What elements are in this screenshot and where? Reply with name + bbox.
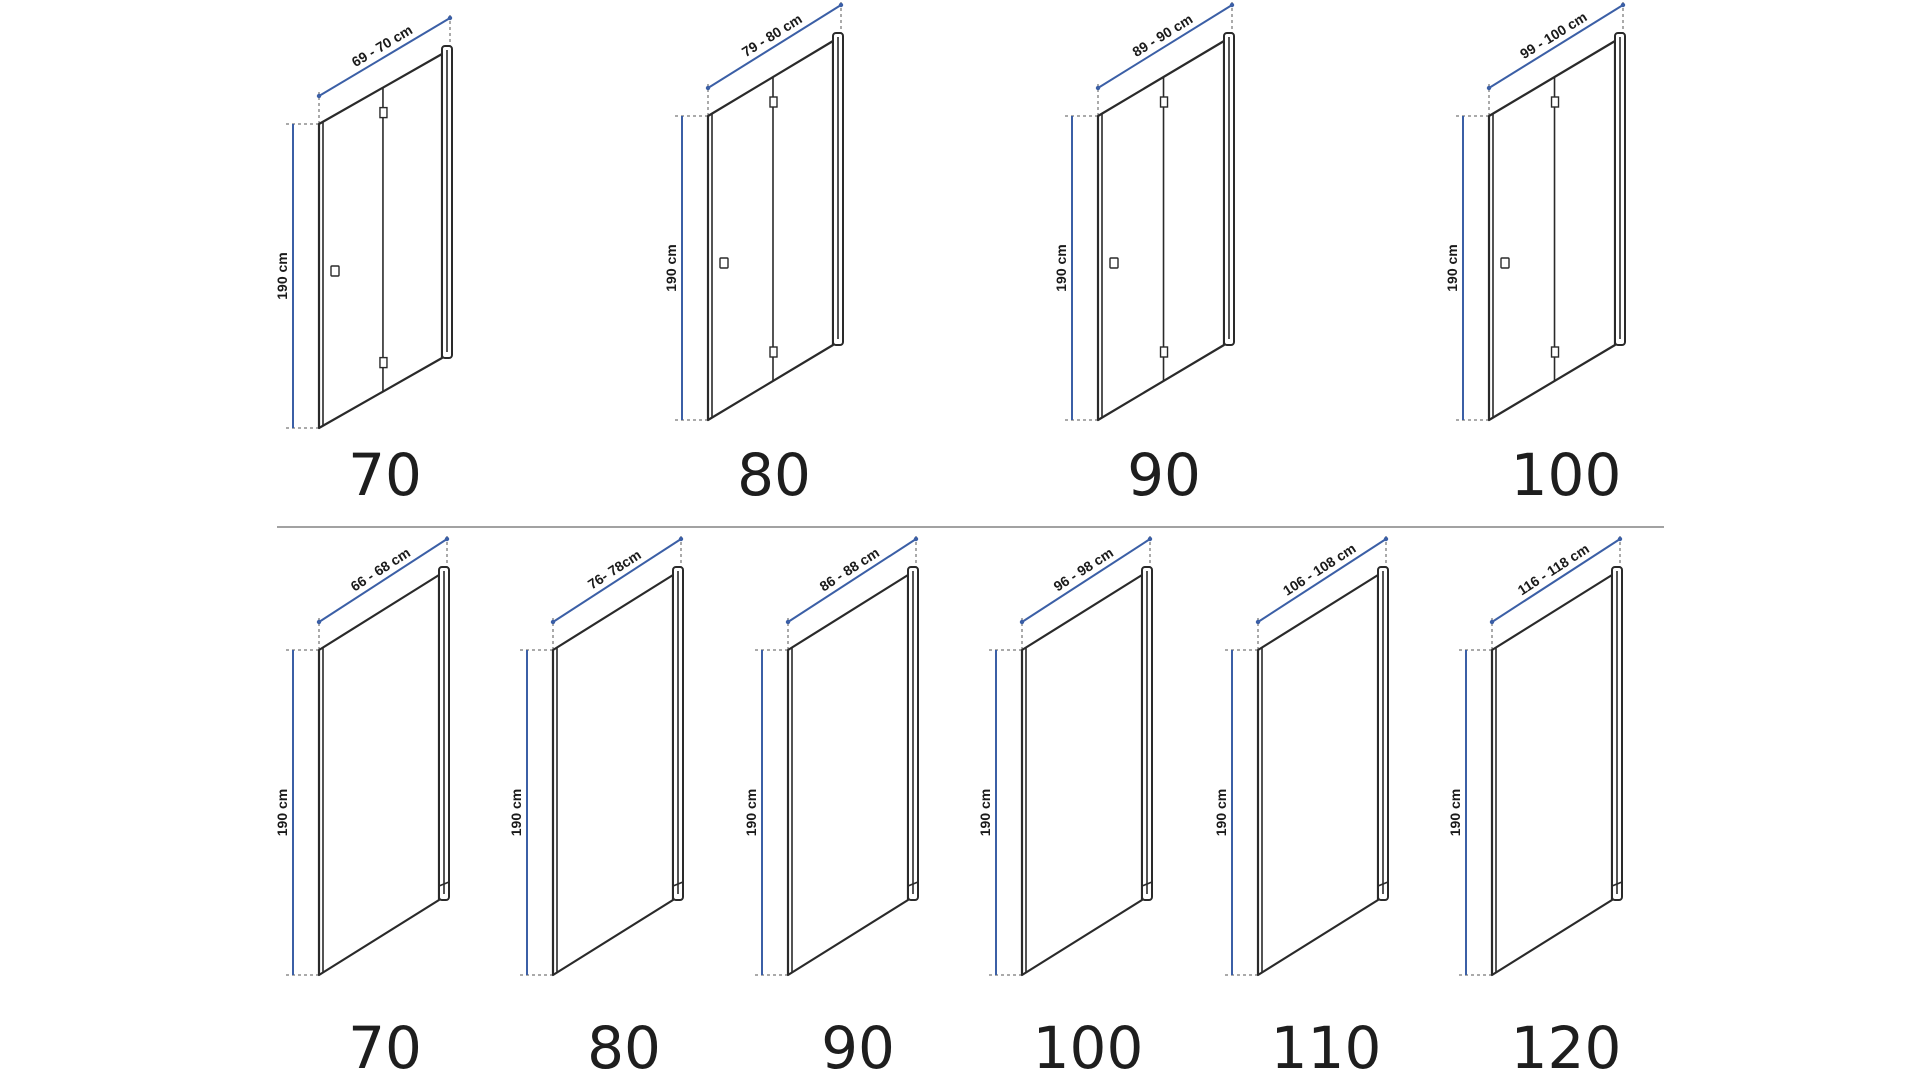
height-dimension-label: 190 cm xyxy=(274,789,290,836)
dimension-tick xyxy=(1229,2,1235,8)
size-label: 120 xyxy=(1511,1014,1622,1080)
width-dimension-line xyxy=(1257,538,1387,623)
height-dimension-label: 190 cm xyxy=(1444,244,1460,291)
glass-panel-frame xyxy=(551,573,675,977)
width-dimension-label: 66 - 68 cm xyxy=(348,544,414,594)
folding-door-90: 89 - 90 cm 190 cm 90 xyxy=(1053,1,1235,509)
hinge-icon xyxy=(1159,96,1169,108)
dimension-tick xyxy=(1486,85,1492,91)
height-dimension-label: 190 cm xyxy=(977,789,993,836)
profile-end xyxy=(1377,881,1389,887)
size-label: 100 xyxy=(1033,1014,1144,1080)
dimension-tick xyxy=(1489,619,1495,625)
height-dimension-label: 190 cm xyxy=(663,244,679,291)
dimension-tick xyxy=(316,93,322,99)
glass-panel-frame xyxy=(786,573,910,977)
dimension-tick xyxy=(1147,536,1153,542)
size-label: 90 xyxy=(821,1014,895,1080)
size-label: 70 xyxy=(348,1014,422,1080)
handle-icon xyxy=(1109,257,1119,269)
height-dimension-label: 190 cm xyxy=(508,789,524,836)
dimension-tick xyxy=(550,619,556,625)
profile-end xyxy=(1141,881,1153,887)
dimension-tick xyxy=(705,85,711,91)
dimension-tick xyxy=(838,2,844,8)
width-dimension-label: 116 - 118 cm xyxy=(1515,540,1592,598)
hinge-icon xyxy=(1159,346,1169,358)
width-dimension-label: 99 - 100 cm xyxy=(1517,9,1590,62)
dimension-tick xyxy=(678,536,684,542)
handle-icon xyxy=(330,265,340,277)
profile-end xyxy=(907,881,919,887)
profile-end xyxy=(438,881,450,887)
dimension-tick xyxy=(316,619,322,625)
fixed-panel-100: 96 - 98 cm 190 cm 100 xyxy=(977,535,1153,1080)
width-dimension-label: 106 - 108 cm xyxy=(1280,540,1359,599)
profile-end xyxy=(1611,881,1623,887)
handle-icon xyxy=(1500,257,1510,269)
hinge-icon xyxy=(1550,96,1560,108)
width-dimension-label: 89 - 90 cm xyxy=(1129,11,1195,60)
hinge-icon xyxy=(769,96,778,108)
width-dimension-line xyxy=(552,538,682,623)
folding-door-100: 99 - 100 cm 190 cm 100 xyxy=(1444,1,1626,509)
size-label: 80 xyxy=(737,441,811,509)
dimension-tick xyxy=(913,536,919,542)
width-dimension-line xyxy=(318,17,451,97)
dimension-tick xyxy=(1255,619,1261,625)
size-label: 110 xyxy=(1271,1014,1382,1080)
height-dimension-label: 190 cm xyxy=(743,789,759,836)
height-dimension-label: 190 cm xyxy=(1447,789,1463,836)
dimension-tick xyxy=(447,15,453,21)
width-dimension-label: 86 - 88 cm xyxy=(817,544,883,594)
size-label: 90 xyxy=(1127,441,1201,509)
width-dimension-label: 79 - 80 cm xyxy=(739,11,805,60)
handle-icon xyxy=(719,257,729,269)
size-label: 70 xyxy=(348,441,422,509)
dimension-tick xyxy=(785,619,791,625)
width-dimension-label: 96 - 98 cm xyxy=(1051,544,1117,594)
dimension-tick xyxy=(1019,619,1025,625)
glass-panel-frame xyxy=(1490,573,1614,977)
fixed-panel-110: 106 - 108 cm 190 cm 110 xyxy=(1213,535,1389,1080)
fixed-panel-70: 66 - 68 cm 190 cm 70 xyxy=(274,535,450,1080)
glass-panel-frame xyxy=(1020,573,1144,977)
fixed-panel-90: 86 - 88 cm 190 cm 90 xyxy=(743,535,919,1080)
dimension-tick xyxy=(444,536,450,542)
size-label: 100 xyxy=(1511,441,1622,509)
height-dimension-label: 190 cm xyxy=(1213,789,1229,836)
size-label: 80 xyxy=(587,1014,661,1080)
hinge-icon xyxy=(379,106,388,119)
dimension-tick xyxy=(1620,2,1626,8)
hinge-icon xyxy=(769,346,778,358)
dimension-tick xyxy=(1617,536,1623,542)
width-dimension-line xyxy=(1021,538,1151,623)
width-dimension-line xyxy=(787,538,917,623)
dimension-tick xyxy=(1383,536,1389,542)
hinge-icon xyxy=(379,356,388,369)
width-dimension-line xyxy=(1491,538,1621,623)
profile-end xyxy=(672,881,684,887)
glass-panel-frame xyxy=(1256,573,1380,977)
glass-panel-frame xyxy=(317,573,441,977)
width-dimension-line xyxy=(1097,4,1233,89)
fixed-panel-120: 116 - 118 cm 190 cm 120 xyxy=(1447,535,1623,1080)
hinge-icon xyxy=(1550,346,1560,358)
folding-door-80: 79 - 80 cm 190 cm 80 xyxy=(663,1,844,509)
height-dimension-label: 190 cm xyxy=(274,252,290,299)
width-dimension-line xyxy=(318,538,448,623)
dimension-tick xyxy=(1095,85,1101,91)
height-dimension-label: 190 cm xyxy=(1053,244,1069,291)
width-dimension-line xyxy=(1488,4,1624,89)
width-dimension-line xyxy=(707,4,842,89)
